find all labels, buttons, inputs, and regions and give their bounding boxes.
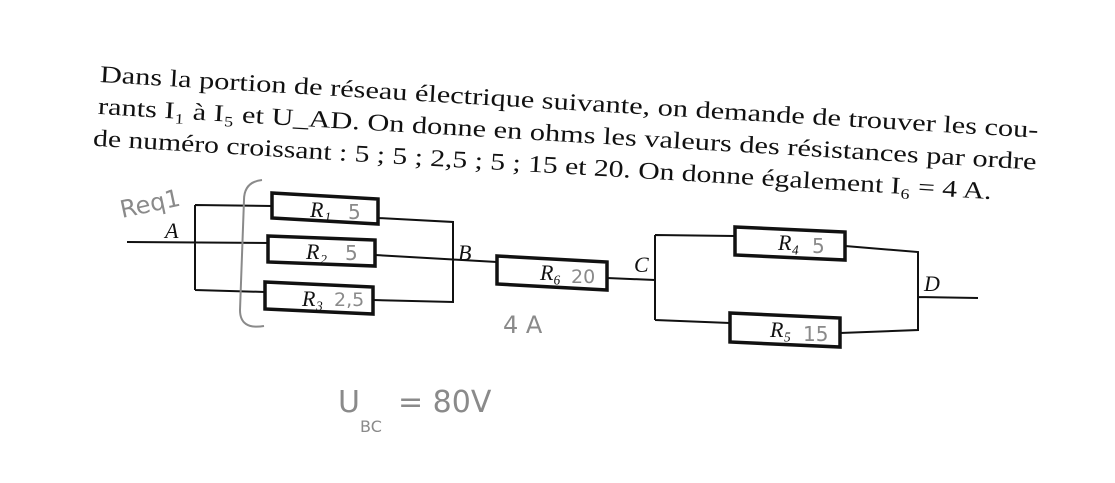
node-b-label: B	[458, 240, 471, 265]
voltage-value: = 80V	[398, 385, 492, 420]
voltage-note: U	[338, 385, 360, 420]
grouping-bracket	[238, 179, 265, 328]
node-a-label: A	[163, 218, 179, 243]
handwritten-notes: Req1 4 A U BC = 80V	[117, 179, 543, 436]
resistor-r3: R₃ 2,5	[263, 280, 375, 316]
svg-text:R₁: R₁	[309, 197, 331, 222]
voltage-subscript: BC	[360, 417, 382, 436]
resistor-r6: R₆ 20	[495, 254, 609, 292]
node-d-label: D	[923, 271, 940, 296]
svg-text:R₅: R₅	[769, 317, 791, 342]
svg-text:R₄: R₄	[777, 230, 799, 255]
circuit-diagram: R₁ 5 R₂ 5 R₃ 2,5 R₆ 20 R₄ 5 R₅ 15 A	[126, 191, 979, 349]
svg-text:15: 15	[803, 322, 828, 346]
svg-text:20: 20	[571, 266, 595, 288]
resistor-r5: R₅ 15	[728, 311, 842, 349]
current-note: 4 A	[503, 311, 543, 339]
svg-text:5: 5	[345, 241, 358, 265]
svg-text:5: 5	[348, 200, 361, 224]
node-c-label: C	[634, 252, 649, 277]
problem-statement: Dans la portion de réseau électrique sui…	[92, 62, 1039, 205]
svg-text:R₃: R₃	[301, 286, 323, 311]
resistor-r2: R₂ 5	[266, 234, 377, 268]
svg-text:2,5: 2,5	[334, 289, 364, 311]
circuit-wires	[126, 204, 979, 334]
resistor-r1: R₁ 5	[270, 191, 380, 226]
resistor-r4: R₄ 5	[733, 225, 847, 262]
svg-text:5: 5	[812, 234, 825, 258]
svg-text:R₂: R₂	[305, 239, 327, 264]
svg-text:R₆: R₆	[539, 260, 561, 285]
